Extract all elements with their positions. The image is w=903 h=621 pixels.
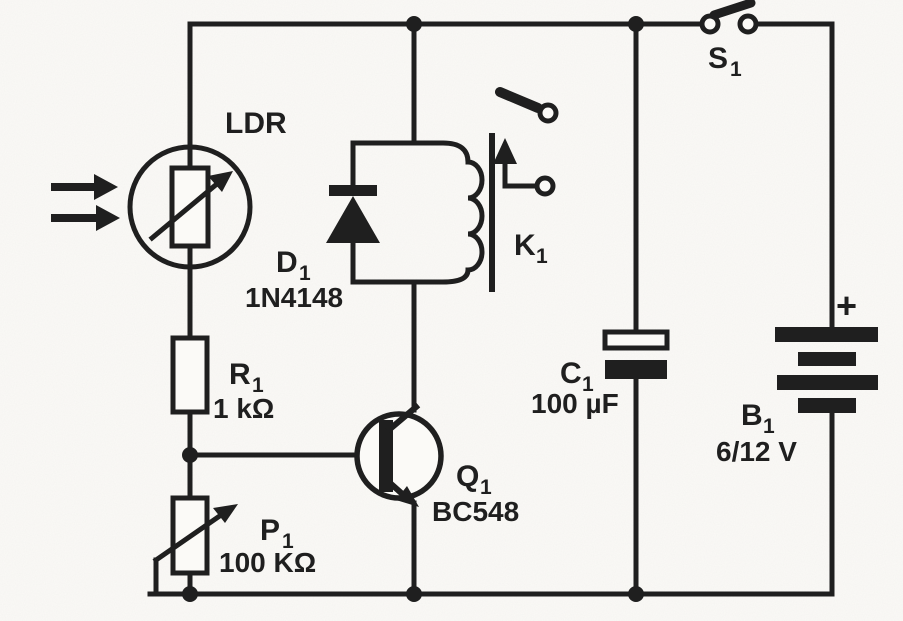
s1-ref-subscript: 1 xyxy=(730,58,742,81)
switch-s1-symbol xyxy=(699,0,759,35)
b1-ref-subscript: 1 xyxy=(763,415,775,438)
battery-bar-long-1 xyxy=(775,327,878,342)
transistor-emitter-arrow xyxy=(396,486,419,507)
relay-contact-terminal-lower xyxy=(534,175,556,197)
battery-b1-symbol xyxy=(775,327,878,413)
p1-ref-label: P xyxy=(260,514,280,547)
r1-value-label: 1 kΩ xyxy=(213,393,274,424)
d1-ref-label: D xyxy=(276,246,298,279)
light-arrows-icon xyxy=(51,174,120,231)
battery-bar-short-1 xyxy=(798,352,856,366)
capacitor-c1-symbol xyxy=(602,329,670,379)
relay-contact-terminal-upper xyxy=(537,102,559,124)
junction-dots xyxy=(182,16,644,602)
capacitor-plate-bottom xyxy=(605,360,667,379)
battery-bar-long-2 xyxy=(777,375,878,390)
transistor-q1-symbol xyxy=(354,402,444,507)
junction-dot xyxy=(628,16,644,32)
transistor-base-bar xyxy=(379,420,393,492)
b1-ref-label: B xyxy=(741,399,763,432)
diode-d1-symbol xyxy=(326,140,380,285)
k1-ref-label: K xyxy=(514,229,536,262)
potentiometer-wiper-arrow xyxy=(213,504,238,523)
b1-value-label: 6/12 V xyxy=(716,436,797,467)
transistor-collector-lead xyxy=(385,402,421,434)
ldr-arrow-head xyxy=(208,171,233,192)
junction-dot xyxy=(406,586,422,602)
q1-value-label: BC548 xyxy=(432,496,519,527)
junction-dot xyxy=(628,586,644,602)
c1-ref-subscript: 1 xyxy=(582,373,594,396)
q1-ref-subscript: 1 xyxy=(480,476,492,499)
resistor-r1-symbol xyxy=(170,335,210,415)
b1-polarity-plus: + xyxy=(836,285,857,326)
c1-value-label: 100 µF xyxy=(531,388,619,419)
switch-terminal-right xyxy=(737,13,759,35)
labels: LDR D 1 1N4148 K 1 S 1 R 1 1 kΩ P 1 100 … xyxy=(213,42,857,578)
junction-dot xyxy=(406,16,422,32)
capacitor-plate-top xyxy=(602,329,670,351)
relay-contacts-k1 xyxy=(493,87,559,197)
diode-triangle xyxy=(326,196,380,243)
r1-ref-subscript: 1 xyxy=(252,374,264,397)
c1-ref-label: C xyxy=(560,357,582,390)
d1-ref-subscript: 1 xyxy=(299,262,311,285)
p1-ref-subscript: 1 xyxy=(282,530,294,553)
switch-lever xyxy=(709,0,756,20)
relay-contact-lever xyxy=(495,87,543,113)
battery-bar-short-2 xyxy=(798,398,856,413)
d1-value-label: 1N4148 xyxy=(245,282,343,313)
p1-value-label: 100 KΩ xyxy=(219,547,316,578)
junction-dot xyxy=(182,586,198,602)
ldr-label: LDR xyxy=(225,107,287,140)
q1-ref-label: Q xyxy=(456,460,479,493)
potentiometer-p1-symbol xyxy=(152,495,238,597)
relay-armature-arrow xyxy=(493,138,517,164)
r1-ref-label: R xyxy=(229,358,251,391)
s1-ref-label: S xyxy=(708,42,728,75)
diode-cathode-bar xyxy=(329,185,377,196)
junction-dot xyxy=(182,447,198,463)
ldr-symbol xyxy=(127,144,253,270)
relay-coil-k1-symbol xyxy=(350,133,495,292)
k1-ref-subscript: 1 xyxy=(536,245,548,268)
